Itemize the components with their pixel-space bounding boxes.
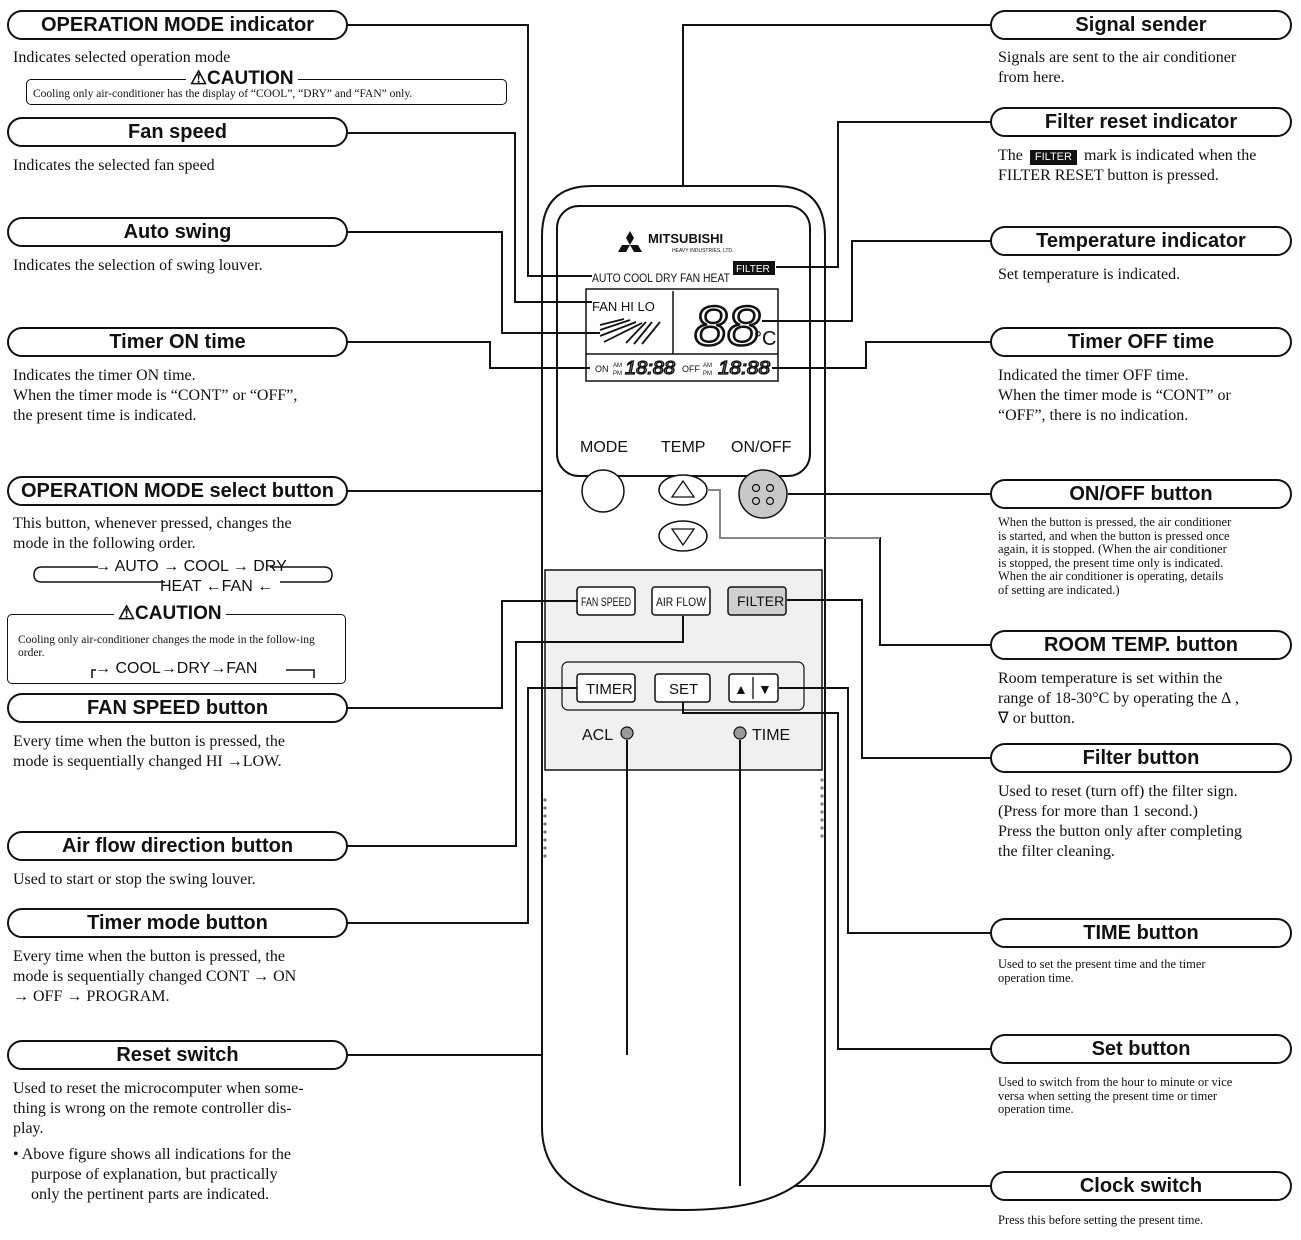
desc-fan-speed: Indicates the selected fan speed [13, 157, 215, 174]
filter-button [727, 586, 787, 616]
mitsubishi-logo-icon [618, 231, 642, 252]
desc-timer-mode: Every time when the button is pressed, t… [13, 948, 297, 1005]
on-time-digits: 18:88 [625, 358, 675, 378]
desc-reset-switch: Used to reset the microcomputer when som… [13, 1080, 304, 1137]
filter-mark-badge: FILTER [1029, 150, 1077, 165]
temp-down-button [658, 520, 708, 552]
label-filter-button: Filter button [990, 743, 1292, 773]
desc-clock-switch: Press this before setting the present ti… [998, 1213, 1204, 1227]
acl-switch [620, 726, 634, 740]
svg-text:AIR FLOW: AIR FLOW [656, 595, 707, 609]
caution-text-1: Cooling only air-conditioner has the dis… [33, 88, 413, 100]
temp-up-button [658, 474, 708, 506]
temp-digits: 88 [694, 294, 760, 357]
caution-text-2: Cooling only air-conditioner changes the… [18, 634, 315, 659]
svg-text:TIMER: TIMER [586, 681, 633, 698]
label-auto-swing: Auto swing [7, 217, 348, 247]
desc-op-mode-select: This button, whenever pressed, changes t… [13, 515, 292, 552]
svg-text:SET: SET [669, 681, 698, 698]
desc-auto-swing: Indicates the selection of swing louver. [13, 257, 263, 274]
mode-sequence-line2: HEAT ←FAN ← [160, 578, 274, 595]
svg-text:AM: AM [703, 363, 712, 369]
desc-filter-reset: The FILTER mark is indicated when the FI… [998, 147, 1257, 184]
label-op-mode-indicator: OPERATION MODE indicator [7, 10, 348, 40]
label-temp: TEMP [661, 439, 705, 456]
label-timer-mode: Timer mode button [7, 908, 348, 938]
time-switch [733, 726, 747, 740]
brand-name: MITSUBISHI [648, 231, 723, 246]
onoff-button [738, 469, 788, 519]
desc-op-mode-indicator: Indicates selected operation mode [13, 49, 231, 66]
mode-sequence-line1: → AUTO → COOL → DRY [95, 558, 287, 575]
filter-badge-text: FILTER [736, 264, 770, 275]
on-label: ON [595, 364, 609, 374]
temp-unit: °C [754, 328, 776, 350]
desc-onoff-button: When the button is pressed, the air cond… [998, 515, 1232, 597]
svg-text:FAN SPEED: FAN SPEED [581, 595, 631, 609]
label-filter-reset: Filter reset indicator [990, 107, 1292, 137]
svg-text:PM: PM [703, 371, 712, 377]
desc-time-button: Used to set the present time and the tim… [998, 957, 1206, 985]
caution-box-2 [7, 614, 346, 684]
off-time-digits: 18:88 [718, 358, 770, 378]
note: • Above figure shows all indications for… [13, 1146, 291, 1203]
brand-sub: HEAVY INDUSTRIES, LTD. [672, 248, 733, 254]
desc-signal-sender: Signals are sent to the air conditioner … [998, 49, 1237, 86]
air-flow-button [651, 586, 711, 616]
desc-timer-off: Indicated the timer OFF time. When the t… [998, 367, 1231, 424]
label-op-mode-select: OPERATION MODE select button [7, 476, 348, 506]
label-mode: MODE [580, 439, 628, 456]
desc-filter-button: Used to reset (turn off) the filter sign… [998, 783, 1242, 860]
label-fan-speed-button: FAN SPEED button [7, 693, 348, 723]
filter-badge-bg [733, 261, 775, 275]
mode-button [581, 469, 625, 513]
lcd-segment-frame [585, 288, 779, 382]
remote-controller: MITSUBISHI HEAVY INDUSTRIES, LTD. AUTO C… [541, 185, 826, 1212]
desc-air-flow: Used to start or stop the swing louver. [13, 871, 256, 888]
label-temp-indicator: Temperature indicator [990, 226, 1292, 256]
svg-text:AM: AM [613, 363, 622, 369]
label-reset-switch: Reset switch [7, 1040, 348, 1070]
mode-cycle-bracket [33, 566, 333, 583]
time-label: TIME [752, 727, 790, 744]
arrow-down-icon: ▼ [758, 681, 772, 697]
timer-button [576, 673, 636, 703]
label-clock-switch: Clock switch [990, 1171, 1292, 1201]
arrow-up-icon: ▲ [734, 681, 748, 697]
label-timer-off: Timer OFF time [990, 327, 1292, 357]
desc-temp-indicator: Set temperature is indicated. [998, 266, 1181, 283]
label-onoff-button: ON/OFF button [990, 479, 1292, 509]
swing-louver-icon [599, 318, 661, 345]
caution2-sequence: → COOL→DRY→FAN [95, 660, 258, 677]
desc-set-button: Used to switch from the hour to minute o… [998, 1075, 1233, 1116]
caution-title-1: ⚠CAUTION [186, 67, 298, 90]
label-onoff: ON/OFF [731, 439, 792, 456]
off-label: OFF [682, 364, 700, 374]
caution2-bracket [91, 669, 315, 678]
desc-room-temp: Room temperature is set within the range… [998, 670, 1240, 727]
desc-fan-speed-button: Every time when the button is pressed, t… [13, 733, 285, 770]
label-room-temp: ROOM TEMP. button [990, 630, 1292, 660]
svg-text:PM: PM [613, 371, 622, 377]
label-set-button: Set button [990, 1034, 1292, 1064]
side-grip-right [820, 778, 824, 838]
label-signal-sender: Signal sender [990, 10, 1292, 40]
svg-text:FILTER: FILTER [737, 593, 784, 609]
mode-indicator-text: AUTO COOL DRY FAN HEAT [592, 271, 731, 285]
triangle-down-icon [670, 528, 696, 547]
triangle-up-icon [670, 479, 696, 498]
fan-speed-indicator-text: FAN HI LO [592, 299, 655, 314]
desc-timer-on: Indicates the timer ON time. When the ti… [13, 367, 298, 424]
label-time-button: TIME button [990, 918, 1292, 948]
label-timer-on: Timer ON time [7, 327, 348, 357]
label-air-flow: Air flow direction button [7, 831, 348, 861]
label-fan-speed: Fan speed [7, 117, 348, 147]
caution-title-2: ⚠CAUTION [114, 602, 226, 625]
side-grip-left [543, 798, 547, 858]
acl-label: ACL [582, 727, 613, 744]
